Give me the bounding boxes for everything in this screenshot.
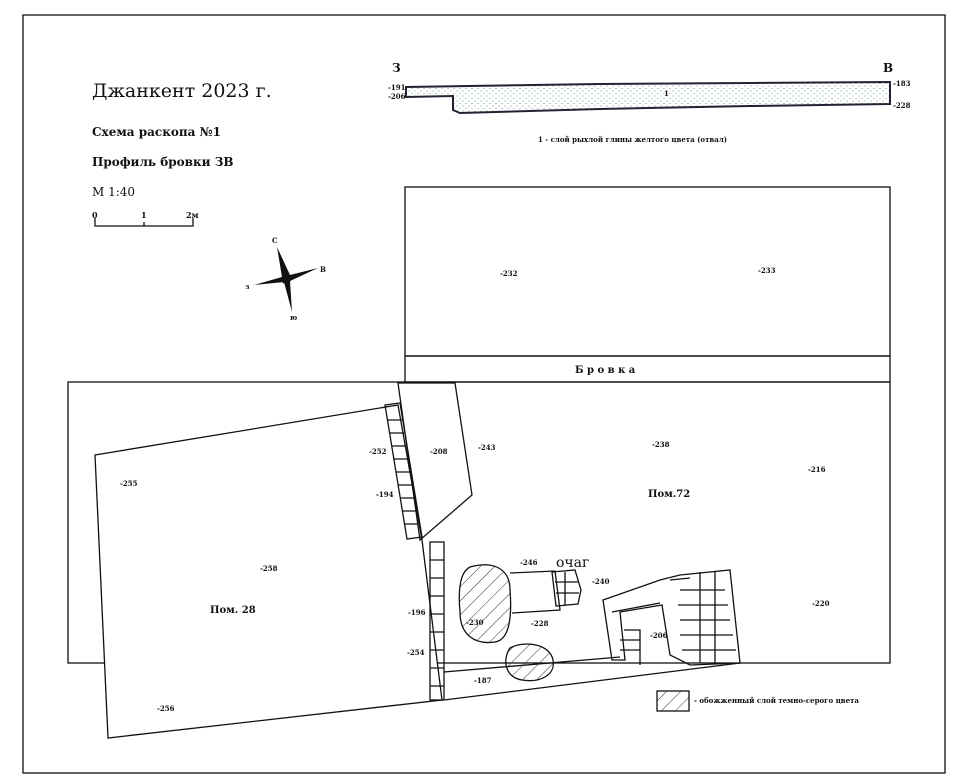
legend-hatch-swatch bbox=[656, 690, 690, 712]
upper-area bbox=[404, 186, 891, 357]
stone-walls-room-72 bbox=[602, 569, 741, 666]
elevation-mark: -206 bbox=[650, 631, 668, 640]
bank-label: Б р о в к а bbox=[575, 365, 636, 376]
elevation-mark: -208 bbox=[430, 447, 448, 456]
bank-strip bbox=[404, 355, 891, 383]
outer-frame bbox=[22, 14, 946, 774]
elevation-mark: -230 bbox=[466, 618, 484, 627]
profile-east: В bbox=[883, 61, 893, 75]
compass-rose-icon: С В з ю bbox=[245, 236, 326, 322]
elev-upper-2: -233 bbox=[758, 266, 776, 275]
elevation-mark: -258 bbox=[260, 564, 278, 573]
layer-number: 1 bbox=[664, 89, 669, 98]
title: Джанкент 2023 г. bbox=[92, 80, 272, 102]
scale-label: М 1:40 bbox=[92, 185, 135, 199]
elevation-mark: -238 bbox=[652, 440, 670, 449]
elevation-mark: -187 bbox=[474, 676, 492, 685]
burnt-layer-patch bbox=[505, 643, 554, 682]
elevation-mark: -196 bbox=[408, 608, 426, 617]
elevation-mark: -246 bbox=[520, 558, 538, 567]
legend: - обожженный слой темно-серого цвета bbox=[656, 690, 859, 712]
hearth-label: очаг bbox=[556, 555, 589, 571]
profile-legend: 1 - слой рыхлой глины желтого цвета (отв… bbox=[538, 135, 727, 144]
profile-west: З bbox=[392, 61, 401, 75]
elev-profile-left-top: -191 bbox=[388, 83, 406, 92]
compass-north: С bbox=[272, 236, 278, 245]
burnt-layer-patch bbox=[458, 564, 512, 644]
elevation-mark: -256 bbox=[157, 704, 175, 713]
elevation-mark: -252 bbox=[369, 447, 387, 456]
elevation-mark: -216 bbox=[808, 465, 826, 474]
profile-section: З В -191 -206 -183 -228 1 1 - слой рыхло… bbox=[388, 61, 911, 144]
elevation-mark: -255 bbox=[120, 479, 138, 488]
hearth-bricks bbox=[551, 569, 582, 607]
elevation-mark: -228 bbox=[531, 619, 549, 628]
brick-wall-lower bbox=[429, 541, 445, 701]
elev-profile-right-bottom: -228 bbox=[893, 101, 911, 110]
lower-area bbox=[67, 381, 891, 664]
elevation-mark: -243 bbox=[478, 443, 496, 452]
scale-tick-1: 1 bbox=[141, 210, 147, 220]
subtitle-scheme: Схема раскопа №1 bbox=[92, 125, 221, 139]
room-28-outline bbox=[94, 404, 443, 739]
scale-tick-0: 0 bbox=[92, 210, 98, 220]
hearth-area bbox=[509, 570, 561, 614]
room-28-label: Пом. 28 bbox=[210, 605, 256, 616]
elev-profile-right-top: -183 bbox=[893, 79, 911, 88]
wall-segment bbox=[397, 382, 473, 542]
elev-upper-1: -232 bbox=[500, 269, 518, 278]
scale-bar: 0 1 2м bbox=[92, 210, 199, 227]
elevation-mark: -254 bbox=[407, 648, 425, 657]
compass-south: ю bbox=[290, 313, 297, 322]
elevation-mark: -240 bbox=[592, 577, 610, 586]
elev-profile-left-bottom: -206 bbox=[388, 92, 406, 101]
elevation-mark: -194 bbox=[376, 490, 394, 499]
compass-west: з bbox=[245, 282, 250, 291]
elevation-marks: -255 -252 -208 -243 -238 -216 -194 -258 … bbox=[120, 440, 830, 713]
legend-burnt-layer: - обожженный слой темно-серого цвета bbox=[694, 696, 859, 705]
subtitle-profile: Профиль бровки ЗВ bbox=[92, 155, 234, 169]
elevation-mark: -220 bbox=[812, 599, 830, 608]
room-72-label: Пом.72 bbox=[648, 489, 690, 500]
brick-wall-upper bbox=[384, 402, 423, 540]
scale-tick-2: 2м bbox=[186, 210, 199, 220]
compass-east: В bbox=[320, 265, 326, 274]
